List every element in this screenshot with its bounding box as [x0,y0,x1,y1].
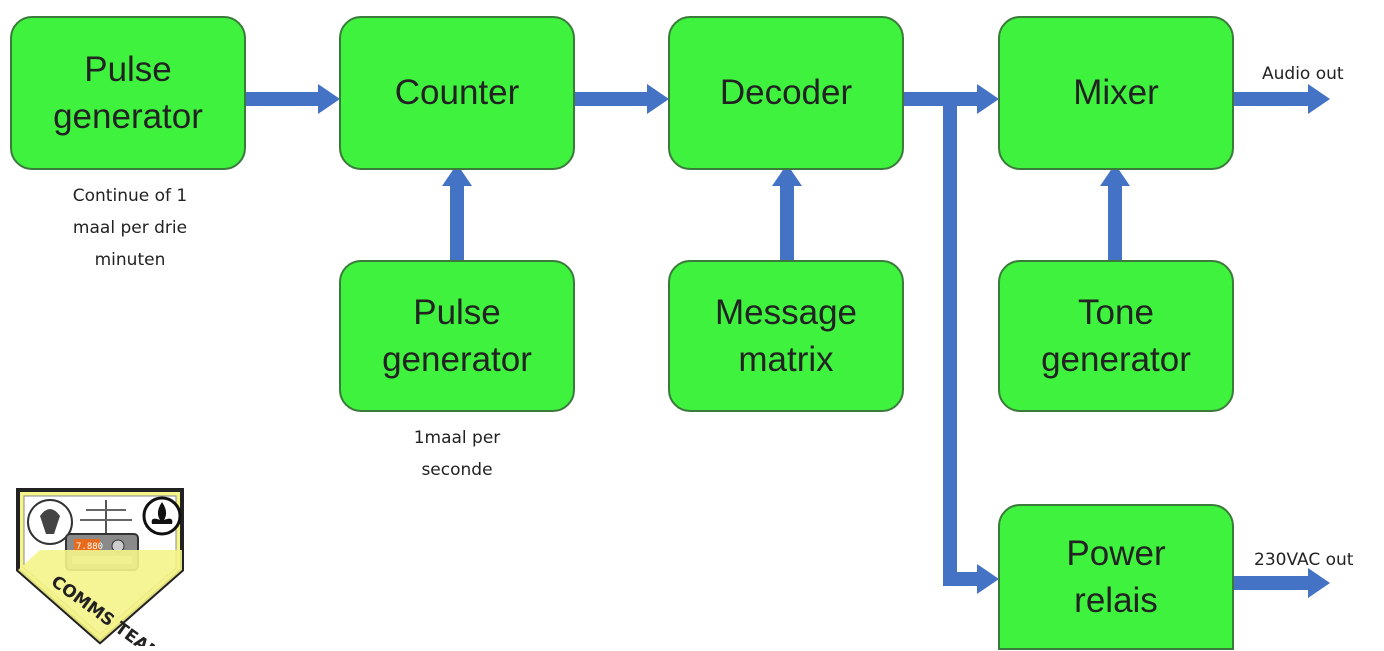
note-line2: maal per drie [72,218,188,238]
power-out-label: 230VAC out [1254,550,1354,570]
message-matrix-label-line2: matrix [738,340,834,379]
mixer-label: Mixer [1073,73,1159,113]
arrow-matrix-to-decoder [780,184,794,262]
message-matrix-block: Message matrix [668,260,904,412]
pulse-generator-2-label-line1: Pulse [413,292,501,332]
decoder-label: Decoder [719,73,853,113]
logo-radio-display: 7.880 [76,542,103,552]
note-line3: minuten [94,250,166,270]
power-relais-label-line2: relais [1074,581,1158,620]
tone-generator-label-line1: Tone [1078,292,1154,332]
tone-generator-label-line2: generator [1041,340,1191,379]
arrow-branch-to-relais [943,572,979,586]
pulse-generator-note: Continue of 1 maal per drie minuten [50,180,210,276]
tone-generator-block: Tone generator [998,260,1234,412]
arrow-tone-to-mixer [1108,184,1122,262]
arrow-counter-to-decoder [573,92,649,106]
note2-line1: 1maal per [413,428,501,448]
pulse-generator-2-note: 1maal per seconde [377,422,537,486]
counter-label: Counter [394,73,520,113]
note2-line2: seconde [421,460,493,480]
audio-out-label: Audio out [1262,64,1344,84]
pulse-generator-block: Pulse generator [10,16,246,170]
message-matrix-label-line1: Message [714,292,858,332]
pulse-generator-label-line1: Pulse [84,49,172,89]
power-relais-block: Power relais [998,504,1234,650]
arrow-audio-out [1233,92,1311,106]
arrow-pulse2-to-counter [450,184,464,262]
pulse-generator-2-label-line2: generator [382,340,532,379]
decoder-block: Decoder [668,16,904,170]
power-relais-label-line1: Power [1066,533,1166,573]
arrow-decoder-to-mixer [903,92,979,106]
comms-team-logo: 7.880 COMMS TEAM [16,488,184,646]
counter-block: Counter [339,16,575,170]
pulse-generator-2-block: Pulse generator [339,260,575,412]
arrow-pulse-to-counter [245,92,320,106]
arrow-power-out [1233,576,1311,590]
branch-line-vertical [943,92,957,586]
mixer-block: Mixer [998,16,1234,170]
pulse-generator-label-line2: generator [53,97,203,136]
note-line1: Continue of 1 [72,186,188,206]
